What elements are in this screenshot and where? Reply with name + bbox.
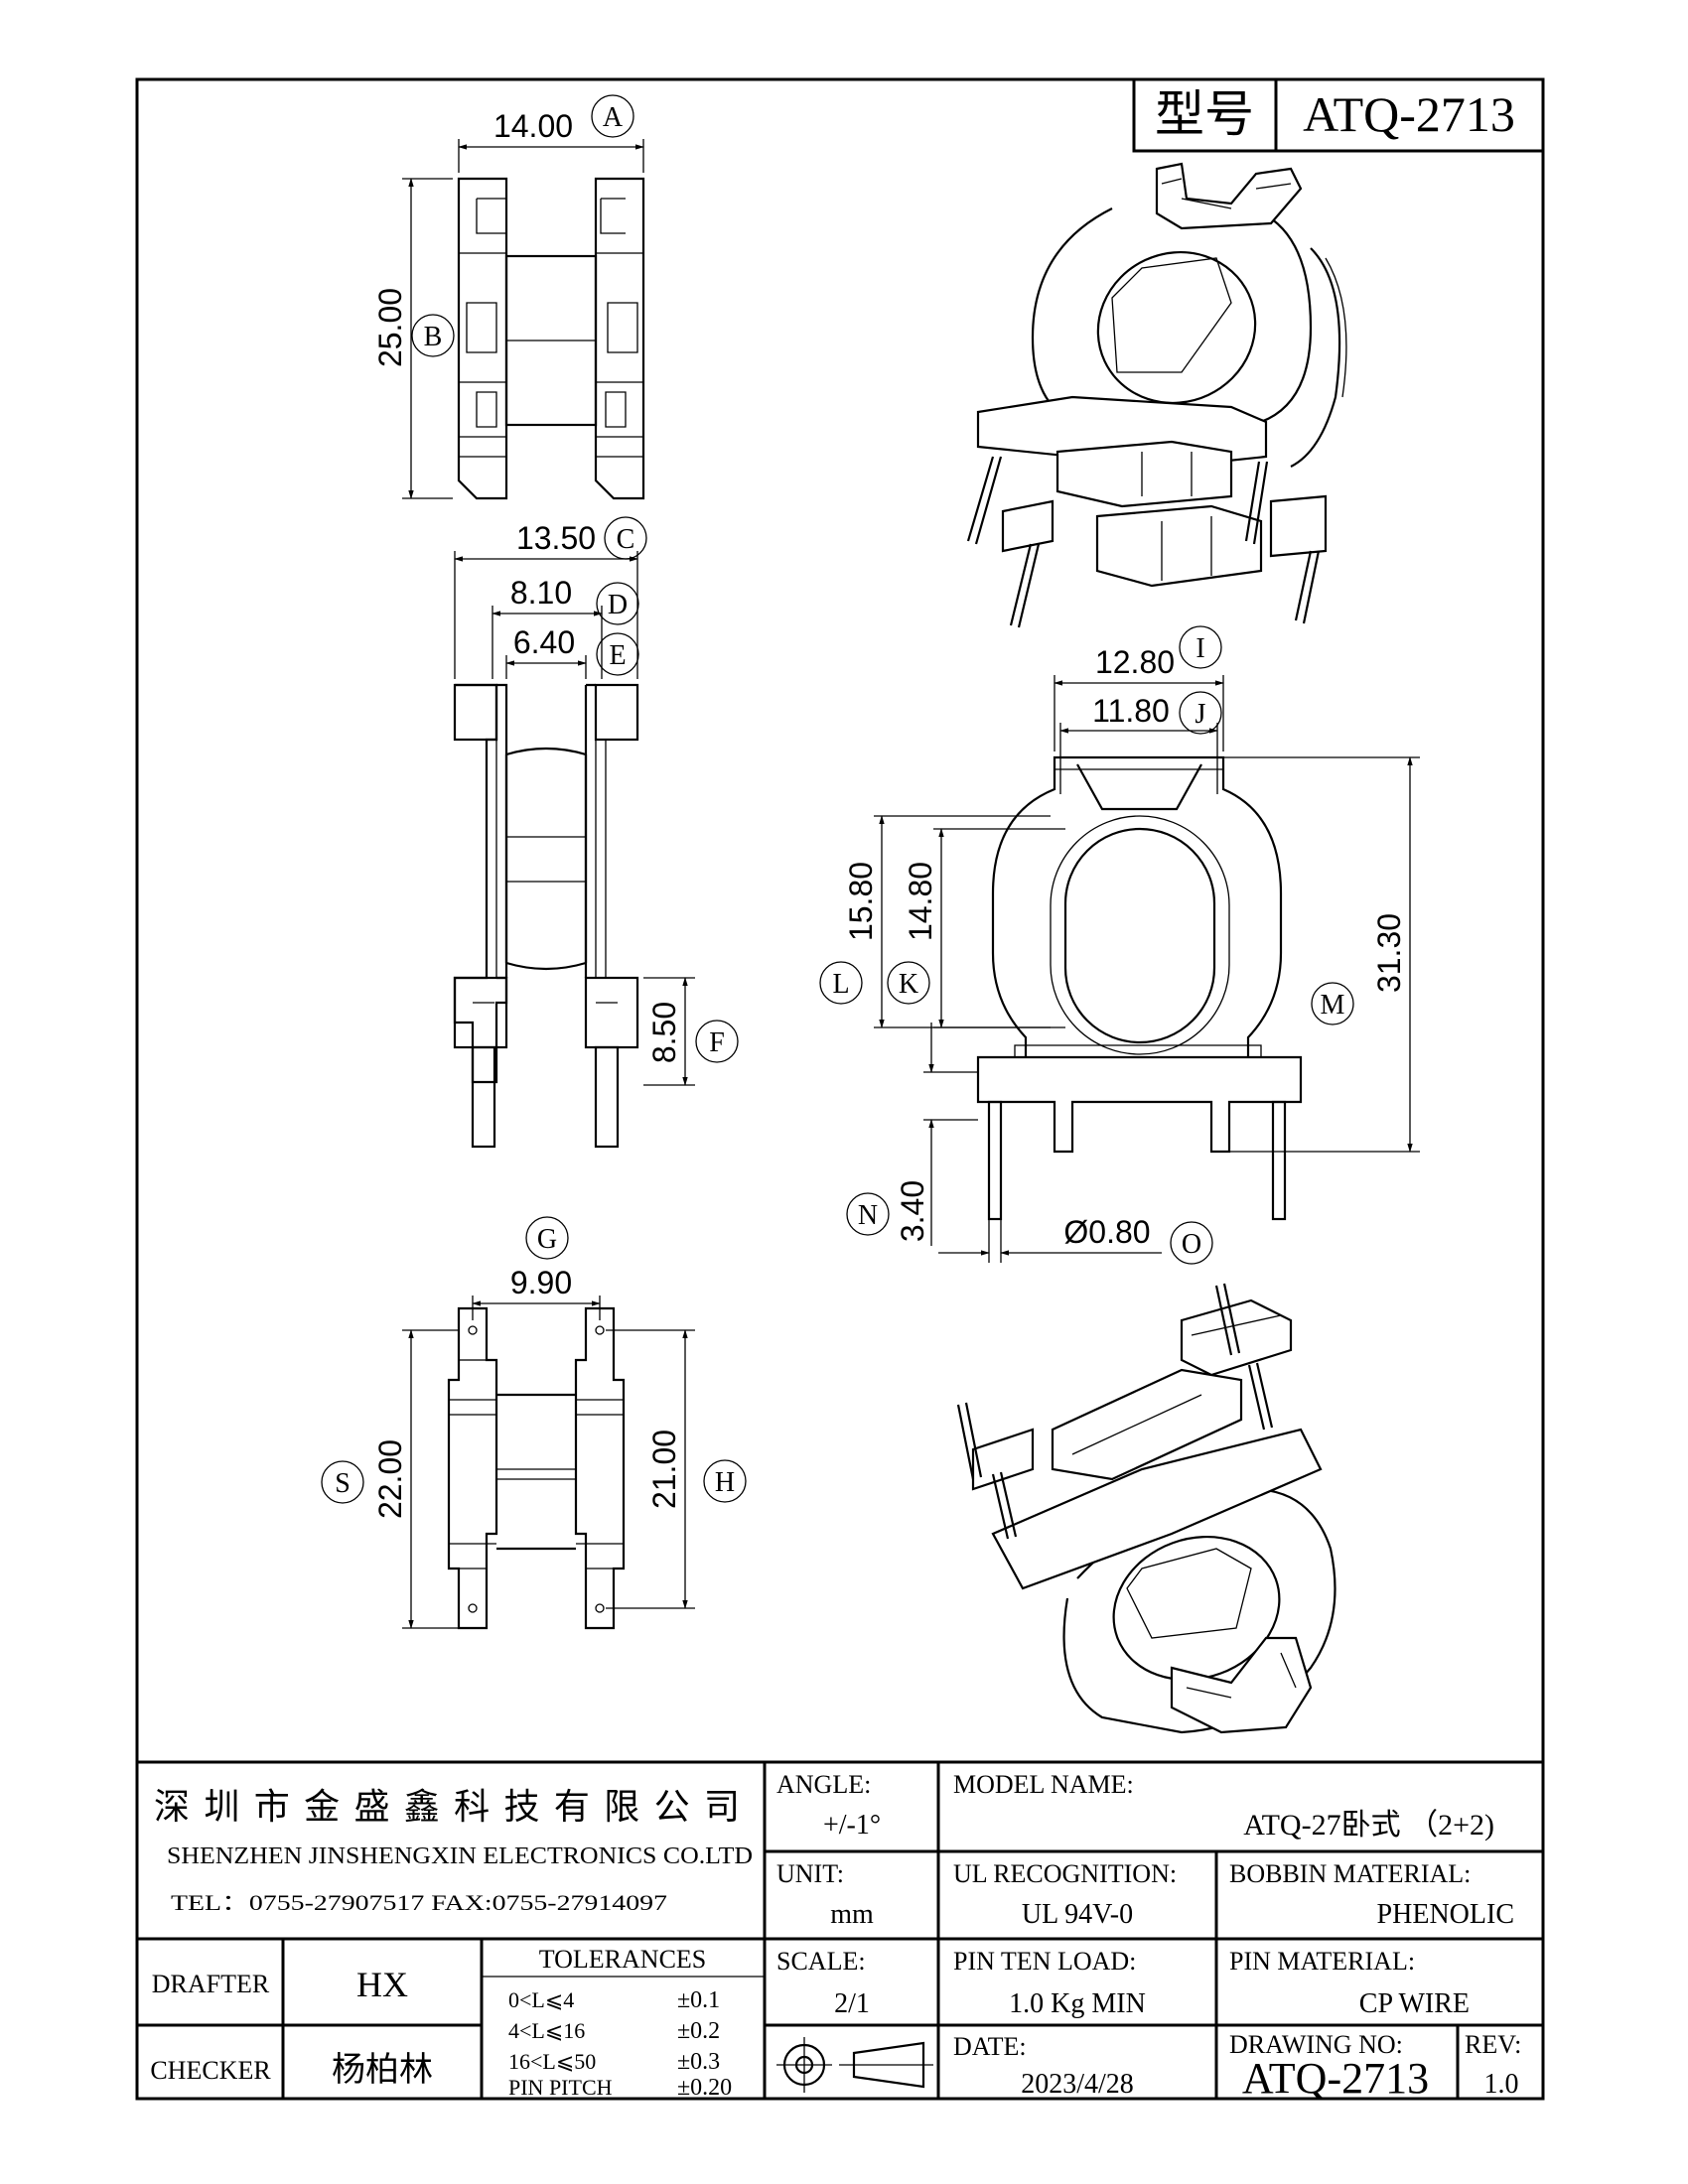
dim-O-tag: O [1182,1229,1201,1260]
drafter-value: HX [356,1965,408,2004]
projection-symbol-icon [776,2037,933,2093]
dim-C-tag: C [617,524,635,555]
dim-N-value: 3.40 [895,1180,930,1242]
front-view: 12.80 I 11.80 J 15.80 L 14.80 K 31.30 M … [819,625,1420,1265]
dim-D-value: 8.10 [510,575,572,611]
checker-value: 杨柏林 [332,2051,433,2089]
pin-material-label: PIN MATERIAL: [1229,1947,1415,1976]
drawing-no-value: ATQ-2713 [1242,2054,1429,2103]
rev-label: REV: [1465,2030,1521,2059]
bottom-view: 9.90 G 22.00 S 21.00 H [321,1216,747,1630]
pin-load-value: 1.0 Kg MIN [1009,1988,1146,2019]
ul-recognition-label: UL RECOGNITION: [953,1859,1177,1888]
ul-recognition-value: UL 94V-0 [1022,1899,1133,1930]
isometric-view-top [966,162,1347,628]
pin-material-value: CP WIRE [1359,1988,1470,2019]
angle-value: +/-1° [823,1810,881,1841]
drafter-label: DRAFTER [152,1970,270,1998]
company-name-en: SHENZHEN JINSHENGXIN ELECTRONICS CO.LTD [167,1843,753,1869]
dim-K-tag: K [899,969,918,1000]
bobbin-material-value: PHENOLIC [1377,1899,1514,1930]
date-label: DATE: [953,2032,1027,2061]
tol-range-2: 4<L⩽16 [508,2018,585,2043]
dim-G-tag: G [537,1224,557,1255]
dim-M-tag: M [1321,990,1345,1021]
dim-L-tag: L [832,969,849,1000]
dim-F-tag: F [709,1027,725,1058]
dim-S-value: 22.00 [372,1439,408,1519]
dim-G-value: 9.90 [510,1265,572,1300]
dim-I-tag: I [1196,633,1204,664]
side-view: 13.50 C 8.10 D 6.40 E 8.50 F [453,516,739,1149]
pin-load-label: PIN TEN LOAD: [953,1947,1136,1976]
angle-label: ANGLE: [776,1770,871,1799]
model-label: 型号 [1155,86,1254,142]
dim-K-value: 14.80 [903,862,938,941]
tol-value-2: ±0.2 [677,2018,720,2044]
dim-C-value: 13.50 [516,520,596,556]
dim-S-tag: S [335,1468,351,1499]
isometric-view-bottom [956,1283,1336,1734]
tol-range-4: PIN PITCH [508,2075,613,2100]
title-block: 深圳市金盛鑫科技有限公司 SHENZHEN JINSHENGXIN ELECTR… [135,1760,1545,2103]
company-contact: TEL：0755-27907517 FAX:0755-27914097 [171,1890,667,1915]
dim-A-tag: A [603,102,624,133]
dim-N-tag: N [858,1200,878,1231]
dim-O-value: Ø0.80 [1063,1214,1150,1250]
bobbin-material-label: BOBBIN MATERIAL: [1229,1859,1471,1888]
dim-E-tag: E [609,640,626,671]
tol-value-3: ±0.3 [677,2049,720,2075]
checker-label: CHECKER [150,2056,271,2085]
drawing-no-label: DRAWING NO: [1229,2030,1403,2059]
company-name-cn: 深圳市金盛鑫科技有限公司 [154,1787,740,1827]
tol-value-1: ±0.1 [677,1987,720,2013]
dim-J-value: 11.80 [1092,693,1170,729]
tol-range-3: 16<L⩽50 [508,2049,596,2074]
tol-value-4: ±0.20 [677,2075,732,2101]
tolerances-title: TOLERANCES [539,1945,707,1974]
date-value: 2023/4/28 [1021,2069,1134,2100]
model-number-box: 型号 ATQ-2713 [1132,77,1545,153]
dim-M-value: 31.30 [1371,913,1407,993]
dim-J-tag: J [1196,699,1206,730]
tol-range-1: 0<L⩽4 [508,1987,574,2012]
unit-value: mm [830,1899,874,1930]
dim-F-value: 8.50 [646,1002,682,1063]
model-name-value: ATQ-27卧式 （2+2) [1243,1809,1494,1842]
dim-B-value: 25.00 [372,288,408,367]
dim-H-value: 21.00 [646,1430,682,1509]
model-name-label: MODEL NAME: [953,1770,1134,1799]
scale-label: SCALE: [776,1947,866,1976]
dim-L-value: 15.80 [843,862,879,941]
top-view: 14.00 A 25.00 B [372,94,645,500]
rev-value: 1.0 [1484,2069,1519,2100]
dim-B-tag: B [424,322,443,352]
dim-I-value: 12.80 [1095,644,1175,680]
dim-A-value: 14.00 [493,108,573,144]
unit-label: UNIT: [776,1859,844,1888]
dim-E-value: 6.40 [513,624,575,660]
scale-value: 2/1 [834,1988,870,2019]
dim-H-tag: H [715,1467,735,1498]
dim-D-tag: D [608,590,628,620]
model-number: ATQ-2713 [1303,86,1515,142]
